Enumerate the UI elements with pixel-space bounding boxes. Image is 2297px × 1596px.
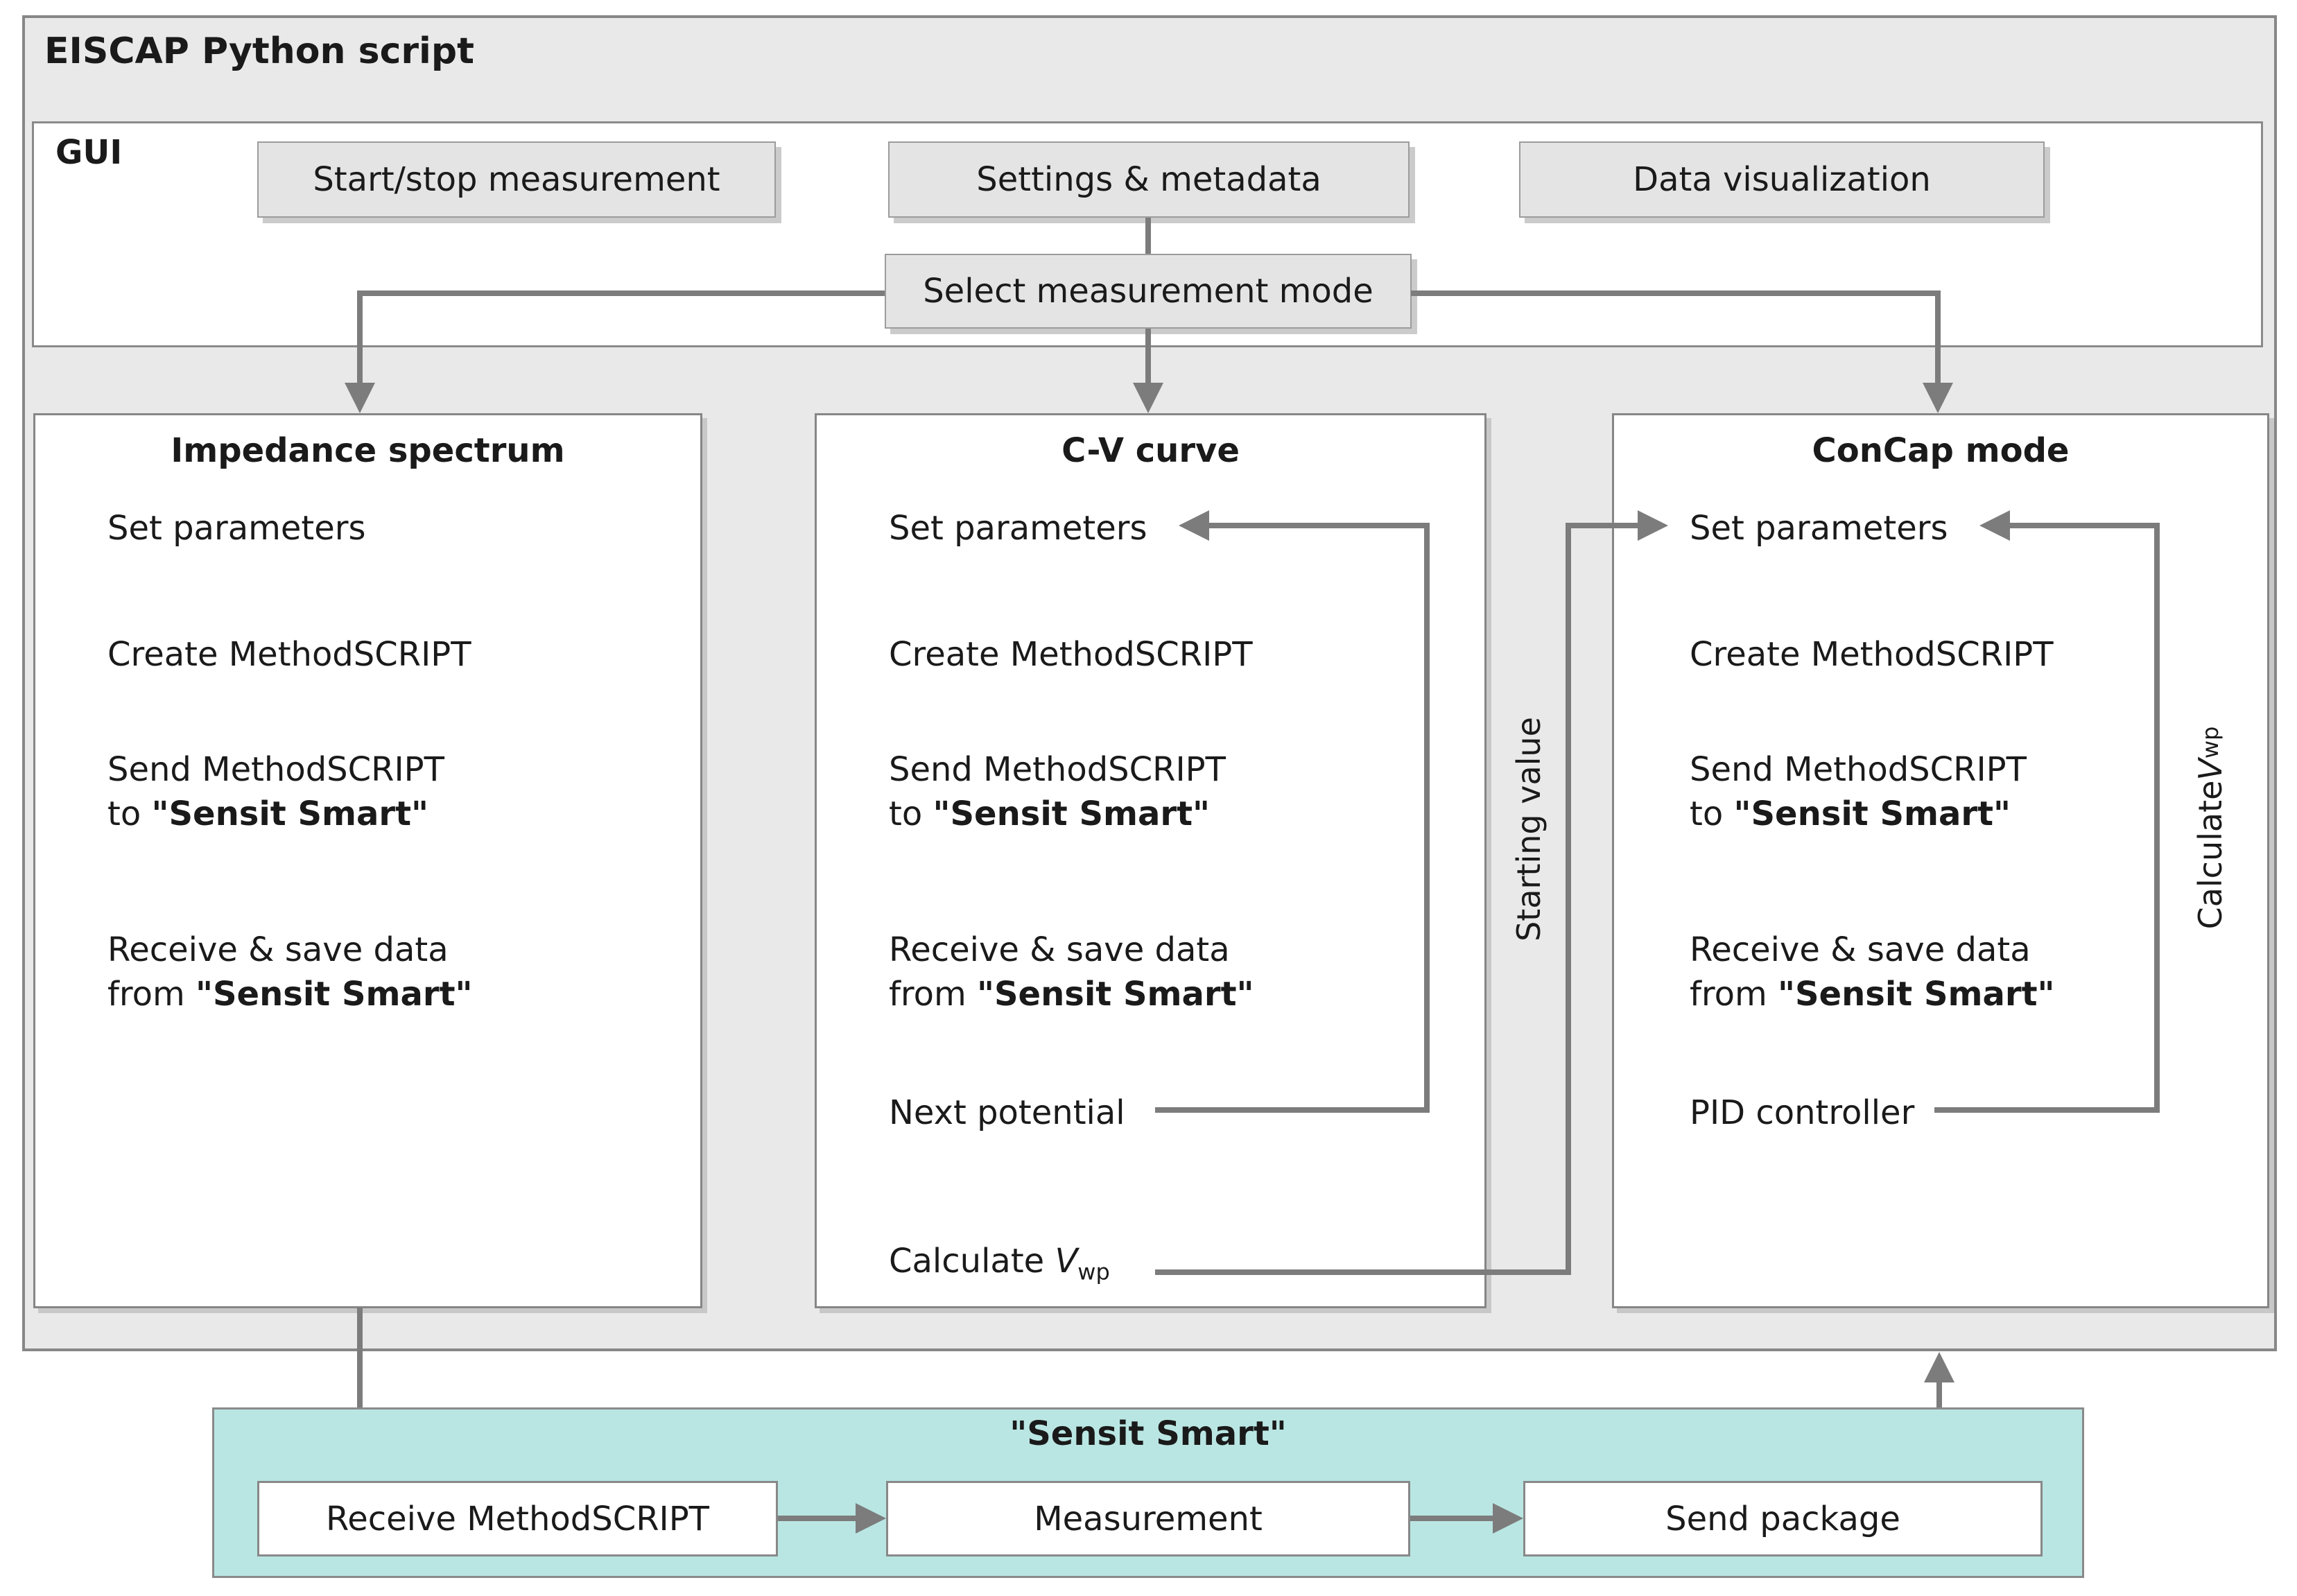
cv-step-set-parameters: Set parameters: [889, 509, 1147, 548]
arrowhead-concap-set-parameters-right: [1979, 510, 2010, 541]
impedance-title: Impedance spectrum: [171, 431, 565, 470]
page-title: EISCAP Python script: [44, 31, 474, 72]
arrowhead-into-measurement: [856, 1503, 886, 1534]
cv-step-next-potential: Next potential: [889, 1093, 1125, 1132]
concap-mode-box: [1612, 413, 2269, 1308]
receive-methodscript-box: Receive MethodSCRIPT: [257, 1481, 778, 1556]
settings-metadata-button[interactable]: Settings & metadata: [888, 141, 1410, 218]
concap-step-create-methodscript: Create MethodSCRIPT: [1690, 635, 2054, 674]
connector-next-potential-h: [1155, 1107, 1430, 1113]
arrowhead-into-concap: [1923, 383, 1953, 413]
imp-step-set-parameters: Set parameters: [107, 509, 366, 548]
connector-down-to-concap: [1935, 290, 1941, 385]
connector-select-right: [1411, 290, 1938, 296]
cv-step-create-methodscript: Create MethodSCRIPT: [889, 635, 1253, 674]
connector-next-potential-v: [1424, 523, 1430, 1113]
connector-measurement-to-send: [1410, 1516, 1493, 1521]
connector-select-to-cv: [1145, 329, 1151, 385]
gui-label: GUI: [55, 133, 123, 172]
connector-pid-return: [2010, 523, 2160, 528]
connector-down-to-impedance: [357, 290, 363, 385]
starting-value-label: Starting value: [1510, 717, 1548, 942]
start-stop-measurement-button[interactable]: Start/stop measurement: [257, 141, 776, 218]
cv-step-receive-save: Receive & save data from "Sensit Smart": [889, 930, 1254, 1014]
imp-step-send-methodscript: Send MethodSCRIPT to "Sensit Smart": [107, 750, 444, 833]
connector-settings-to-select: [1145, 218, 1151, 254]
concap-title: ConCap mode: [1812, 431, 2070, 470]
arrowhead-concap-set-parameters-left: [1638, 510, 1668, 541]
measurement-box: Measurement: [886, 1481, 1410, 1556]
select-measurement-mode-button[interactable]: Select measurement mode: [885, 254, 1412, 329]
connector-receive-to-measurement: [778, 1516, 856, 1521]
impedance-spectrum-box: [33, 413, 702, 1308]
concap-step-send-methodscript: Send MethodSCRIPT to "Sensit Smart": [1690, 750, 2027, 833]
cv-step-calculate-vwp: Calculate Vwp: [889, 1242, 1110, 1285]
send-package-box: Send package: [1523, 1481, 2043, 1556]
connector-next-potential-return: [1209, 523, 1430, 528]
arrowhead-into-impedance: [345, 383, 375, 413]
sensit-smart-title: "Sensit Smart": [1009, 1414, 1287, 1453]
connector-pid-v: [2154, 523, 2160, 1113]
cv-curve-box: [815, 413, 1486, 1308]
connector-impedance-to-device: [357, 1308, 363, 1450]
concap-step-receive-save: Receive & save data from "Sensit Smart": [1690, 930, 2055, 1014]
cv-title: C-V curve: [1061, 431, 1240, 470]
imp-step-receive-save: Receive & save data from "Sensit Smart": [107, 930, 473, 1014]
arrowhead-cv-set-parameters: [1179, 510, 1209, 541]
concap-step-pid-controller: PID controller: [1690, 1093, 1915, 1132]
arrowhead-into-script: [1924, 1352, 1954, 1382]
connector-starting-value-v: [1566, 523, 1571, 1275]
arrowhead-into-cv: [1133, 383, 1163, 413]
arrowhead-into-send-package: [1493, 1503, 1523, 1534]
connector-select-left: [360, 290, 885, 296]
connector-starting-value-h: [1571, 523, 1638, 528]
cv-step-send-methodscript: Send MethodSCRIPT to "Sensit Smart": [889, 750, 1226, 833]
connector-calc-vwp-h: [1155, 1269, 1571, 1275]
connector-pid-h: [1934, 1107, 2160, 1113]
imp-step-create-methodscript: Create MethodSCRIPT: [107, 635, 471, 674]
concap-step-set-parameters: Set parameters: [1690, 509, 1948, 548]
data-visualization-button[interactable]: Data visualization: [1519, 141, 2045, 218]
